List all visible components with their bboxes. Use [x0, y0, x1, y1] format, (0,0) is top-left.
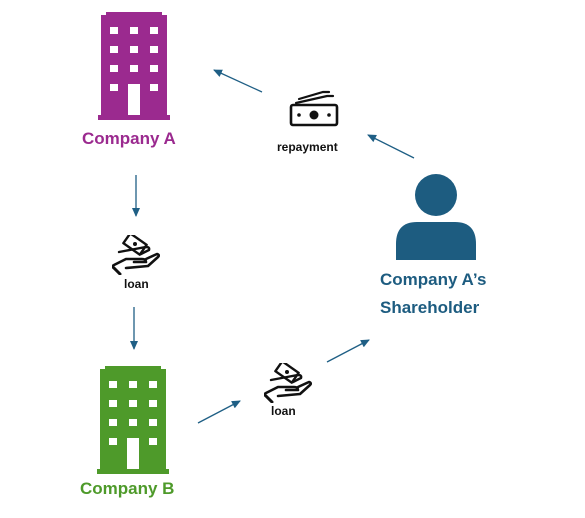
- loan-label-2: loan: [271, 404, 296, 418]
- banknotes-icon: [289, 90, 339, 127]
- office-building-icon: [98, 12, 170, 120]
- loan-label-1: loan: [124, 277, 149, 291]
- hand-with-money-icon: [264, 363, 312, 403]
- arrow-company-b-to-loan: [197, 400, 241, 424]
- arrow-shareholder-to-repayment: [367, 134, 415, 159]
- person-icon: [396, 174, 476, 260]
- arrow-loan-to-shareholder: [326, 339, 370, 363]
- shareholder-label-line1: Company A’s: [380, 270, 487, 289]
- shareholder-label-line2: Shareholder: [380, 298, 480, 317]
- company-b-building: [97, 366, 169, 474]
- repayment-label: repayment: [277, 140, 338, 154]
- office-building-icon: [97, 366, 169, 474]
- hand-with-money-icon: [112, 235, 160, 275]
- company-a-building: [98, 12, 170, 120]
- company-a-label: Company A: [82, 129, 176, 148]
- company-b-label: Company B: [80, 479, 175, 498]
- arrow-repayment-to-company-a: [213, 69, 263, 93]
